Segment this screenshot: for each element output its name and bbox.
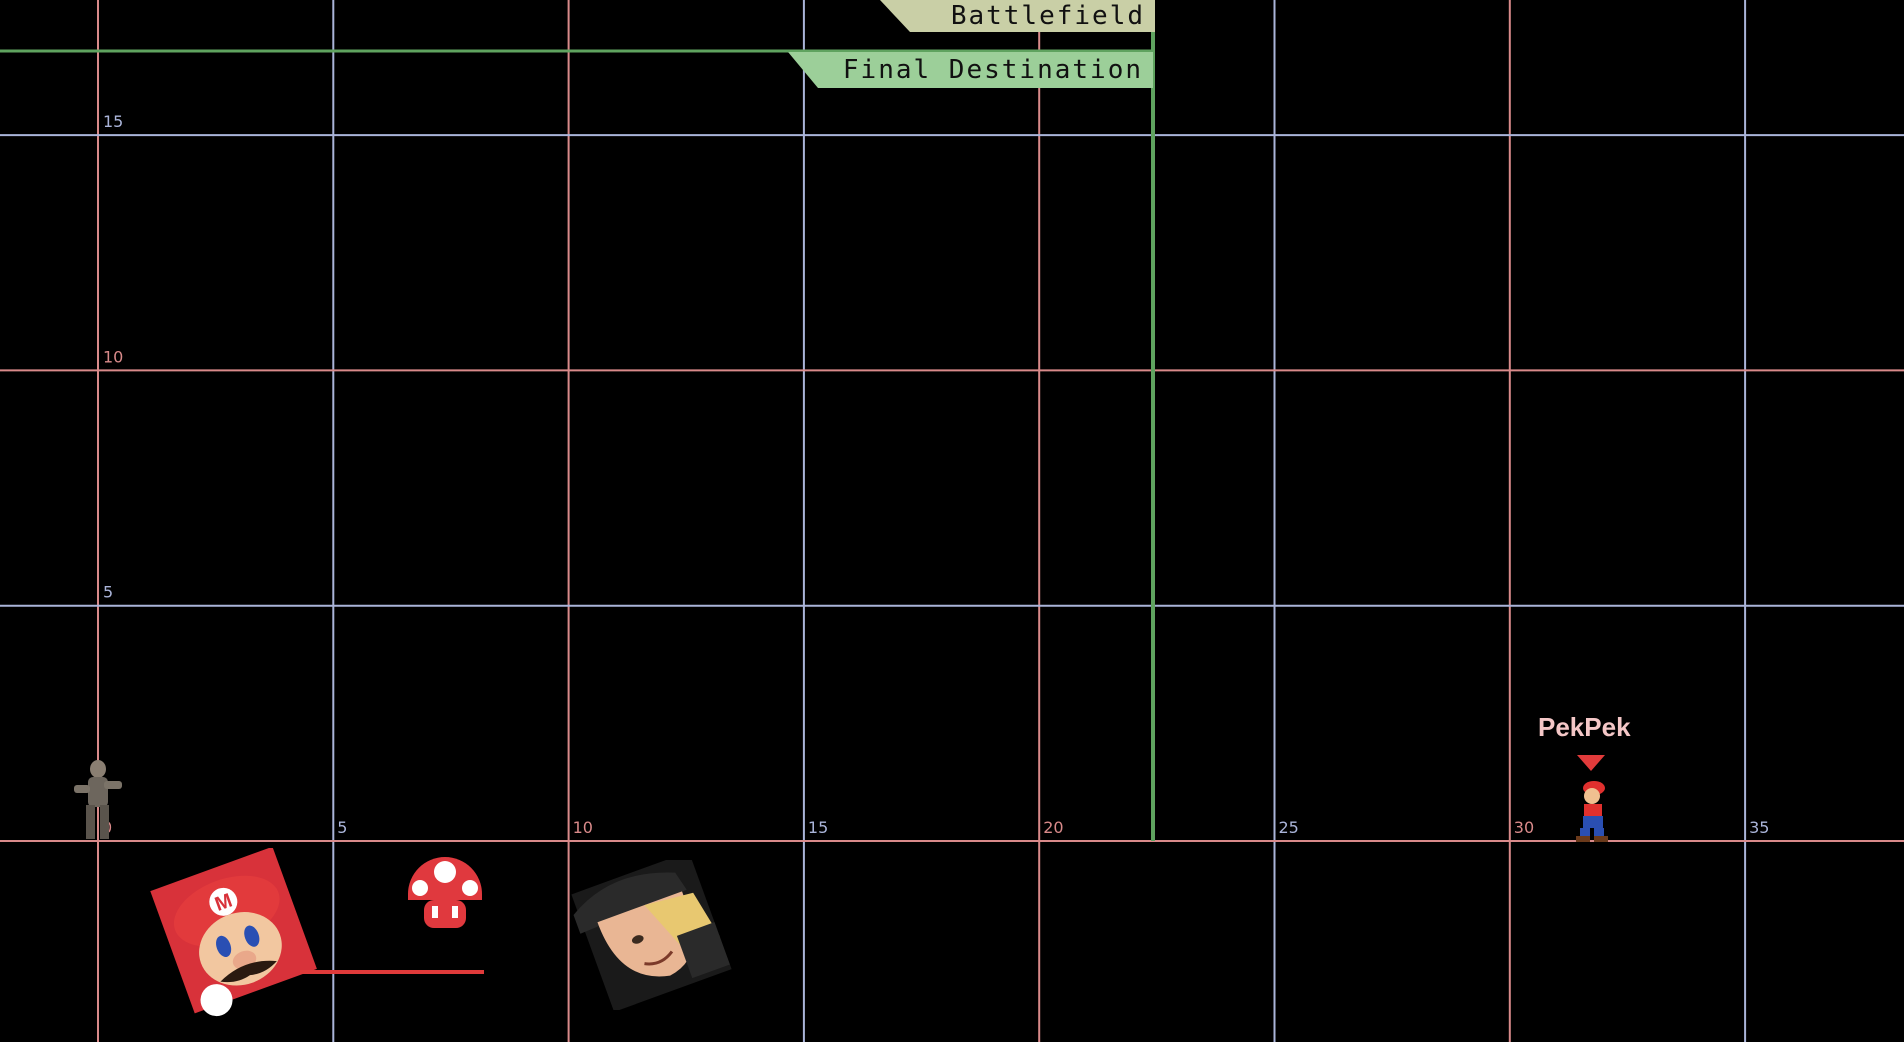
battlefield-label: Battlefield (950, 1, 1145, 31)
terry-portrait-icon (571, 860, 732, 1010)
x-tick-label-30: 30 (1514, 818, 1534, 837)
mario-portrait-icon: M (150, 848, 317, 1017)
mushroom-icon (408, 857, 482, 928)
opponent-fighter-sprite (74, 760, 122, 839)
x-tick-label-5: 5 (337, 818, 347, 837)
x-tick-label-35: 35 (1749, 818, 1769, 837)
x-tick-label-15: 15 (808, 818, 828, 837)
player-pointer-icon (1577, 755, 1605, 771)
x-tick-label-20: 20 (1043, 818, 1063, 837)
player-name-tag: PekPek (1538, 712, 1631, 742)
final-destination-label: Final Destination (842, 55, 1143, 85)
x-tick-label-25: 25 (1279, 818, 1299, 837)
svg-text:M: M (212, 890, 235, 916)
y-tick-label-5: 5 (103, 583, 113, 602)
stage-label-battlefield: Battlefield (880, 0, 1155, 32)
y-tick-label-10: 10 (103, 347, 123, 366)
damage-bar (300, 970, 484, 974)
stage-label-final-destination: Final Destination (788, 52, 1153, 88)
x-tick-label-10: 10 (573, 818, 593, 837)
mario-fighter-sprite (1576, 781, 1608, 842)
y-tick-label-15: 15 (103, 112, 123, 131)
